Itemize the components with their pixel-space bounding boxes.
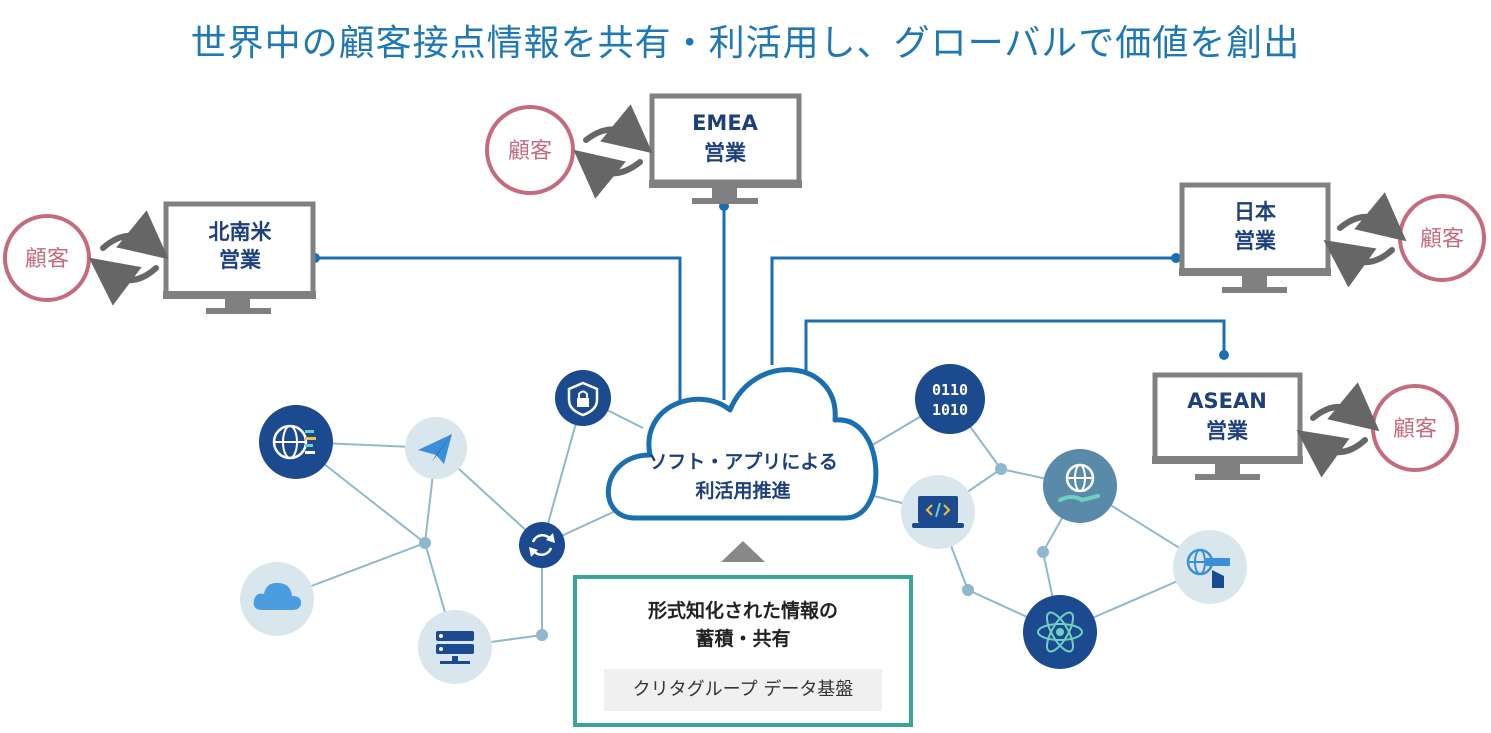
security-shield-icon — [555, 370, 611, 426]
cloud-line2: 利活用推進 — [695, 479, 790, 502]
web-click-icon — [1173, 530, 1247, 604]
connector-lines — [315, 206, 1226, 400]
cloud-small-icon — [240, 562, 314, 636]
network-nodes — [419, 463, 1049, 641]
monitor-asean-line2: 営業 — [1206, 419, 1249, 443]
globe-data-icon — [259, 405, 333, 479]
monitor-emea-line1: EMEA — [692, 111, 759, 135]
cloud-shape: ソフト・アプリによる 利活用推進 — [605, 367, 879, 521]
atom-icon — [1023, 595, 1097, 669]
connector-dots — [310, 201, 1229, 360]
monitor-japan-line2: 営業 — [1234, 229, 1277, 253]
monitor-na-line1: 北南米 — [209, 220, 273, 244]
up-triangle-icon — [721, 541, 765, 562]
svg-text:顧客: 顧客 — [1393, 417, 1437, 442]
monitor-north-south-america: 北南米 営業 — [163, 201, 316, 314]
laptop-code-icon — [901, 475, 975, 549]
customer-circle-japan: 顧客 — [1398, 194, 1486, 282]
binary-line2: 1010 — [932, 401, 968, 419]
sync-icon — [519, 522, 565, 568]
svg-text:顧客: 顧客 — [1420, 227, 1464, 252]
svg-text:顧客: 顧客 — [508, 139, 552, 164]
monitor-japan-line1: 日本 — [1234, 200, 1276, 224]
cloud-line1: ソフト・アプリによる — [648, 450, 837, 473]
customer-circle-na: 顧客 — [3, 214, 91, 302]
globe-hand-icon — [1043, 449, 1117, 523]
page-title: 世界中の顧客接点情報を共有・利活用し、グローバルで価値を創出 — [190, 23, 1301, 64]
monitor-japan: 日本 営業 — [1179, 182, 1331, 293]
binary-data-icon: 0110 1010 — [915, 364, 985, 434]
paper-plane-icon — [405, 417, 467, 479]
monitor-emea: EMEA 営業 — [649, 93, 802, 204]
storage-line2: 蓄積・共有 — [695, 628, 791, 650]
monitor-na-line2: 営業 — [219, 248, 262, 272]
binary-line1: 0110 — [932, 381, 968, 399]
server-icon — [418, 610, 492, 684]
monitor-asean: ASEAN 営業 — [1152, 372, 1303, 480]
storage-box: 形式知化された情報の 蓄積・共有 クリタグループ データ基盤 — [573, 575, 913, 727]
customer-circle-asean: 顧客 — [1371, 384, 1459, 472]
svg-text:顧客: 顧客 — [25, 247, 69, 272]
monitor-asean-line1: ASEAN — [1187, 389, 1267, 413]
monitor-emea-line2: 営業 — [704, 141, 747, 165]
customer-circle-emea: 顧客 — [485, 105, 575, 195]
storage-line1: 形式知化された情報の — [647, 600, 838, 622]
data-platform-label: クリタグループ データ基盤 — [604, 669, 882, 711]
exchange-arrows-icon — [88, 104, 1407, 478]
